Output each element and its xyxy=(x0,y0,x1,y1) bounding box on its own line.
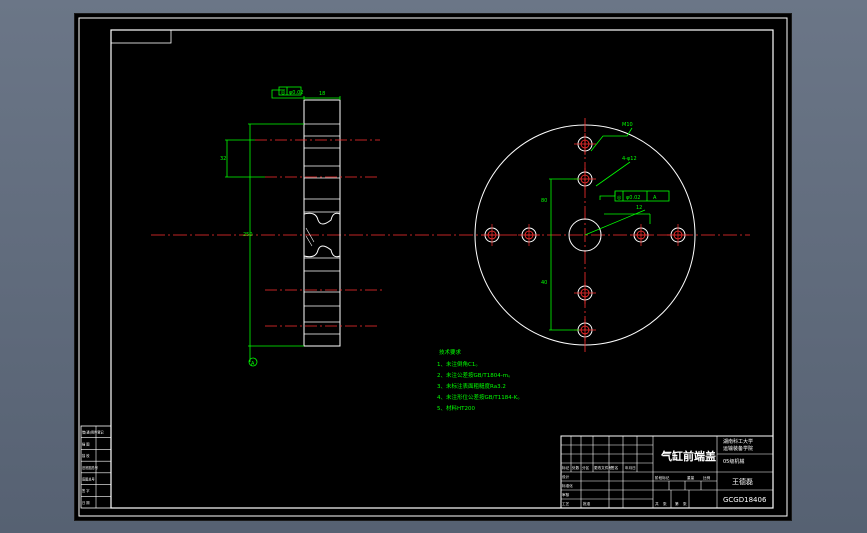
strip-label: 签 字 xyxy=(82,488,89,493)
dim-label-lower: 40 xyxy=(541,280,547,286)
dim-label-holes: 4-φ12 xyxy=(622,156,637,162)
bolt-hole xyxy=(518,224,540,246)
title-block-label: 更改文件号 xyxy=(594,465,612,470)
dim-label-thickness: 18 xyxy=(319,91,325,97)
tolerance-symbol-side: ◎ xyxy=(617,195,622,201)
title-block-label: 张 xyxy=(683,501,687,506)
tech-note-4: 4、未注形位公差按GB/T1184-K。 xyxy=(437,393,523,401)
strip-label: 描 图 xyxy=(82,441,89,446)
dim-label-hole-spacing: 32 xyxy=(220,156,226,162)
title-block-label: 批准 xyxy=(583,501,591,506)
title-block-label: 张 xyxy=(663,501,667,506)
corner-tag-box xyxy=(110,29,172,44)
tolerance-datum-side: A xyxy=(653,195,657,201)
title-block-label: 重量 xyxy=(687,475,695,480)
tolerance-frame-side xyxy=(614,190,670,202)
tech-title: 技术要求 xyxy=(439,348,462,356)
school-class: 05级机械 xyxy=(723,458,744,465)
title-block-label: 比例 xyxy=(703,475,711,480)
inner-frame xyxy=(110,29,774,509)
tolerance-symbol-front: ◎ xyxy=(281,90,286,96)
side-view: M10 4-φ12 12 80 40 ◎ φ0.02 A xyxy=(474,118,696,354)
tech-note-1: 1、未注倒角C1。 xyxy=(437,360,481,368)
tech-note-5: 5、材料HT200 xyxy=(437,404,475,412)
bolt-hole xyxy=(481,224,503,246)
title-block-label: 审核 xyxy=(562,492,570,497)
tolerance-value-front: φ0.02 xyxy=(289,90,303,96)
dim-label-total-height: 250 xyxy=(243,232,253,238)
bolt-hole xyxy=(574,133,596,155)
title-block-label: 标记 xyxy=(562,465,570,470)
cad-viewport[interactable]: 借(通)用件登记描 图描 校旧底图总号底图总号签 字日 期 xyxy=(74,13,792,521)
title-block-label: 共 xyxy=(655,501,659,506)
front-view: 250 32 18 ◎ φ0.02 A xyxy=(151,86,750,367)
dim-label-m10: M10 xyxy=(622,122,633,128)
title-block: 气缸前端盖 湖南科工大学 运输装备学院 05级机械 王德磊 GCGD18406 … xyxy=(560,435,774,509)
title-block-label: 年月日 xyxy=(625,465,636,470)
drawing-number: GCGD18406 xyxy=(723,496,767,504)
strip-label: 描 校 xyxy=(82,453,90,458)
tech-note-2: 2、未注公差按GB/T1804-m。 xyxy=(437,371,514,379)
strip-label: 底图总号 xyxy=(82,476,95,481)
bolt-hole xyxy=(667,224,689,246)
school-name: 湖南科工大学 xyxy=(723,438,753,445)
title-block-label: 标准化 xyxy=(562,483,573,488)
bolt-hole xyxy=(574,282,596,304)
strip-label: 借(通)用件登记 xyxy=(82,430,104,435)
tech-note-3: 3、未标注表面粗糙度Ra3.2 xyxy=(437,382,506,390)
drawing-title: 气缸前端盖 xyxy=(660,449,716,463)
title-block-label: 处数 xyxy=(572,465,580,470)
strip-label: 旧底图总号 xyxy=(82,465,98,470)
dim-label-vertical: 80 xyxy=(541,198,547,204)
title-block-label: 签名 xyxy=(611,465,619,470)
bolt-hole xyxy=(630,224,652,246)
central-bore xyxy=(568,218,602,252)
datum-label-front: A xyxy=(251,361,255,367)
strip-label: 日 期 xyxy=(82,500,89,505)
title-block-label: 设计 xyxy=(562,474,570,479)
tolerance-value-side: φ0.02 xyxy=(626,195,640,201)
title-block-label: 工艺 xyxy=(562,501,570,506)
dim-label-bore: 12 xyxy=(636,205,642,211)
outer-frame xyxy=(78,17,788,517)
school-department: 运输装备学院 xyxy=(723,445,753,452)
title-block-label: 阶段标记 xyxy=(655,475,670,480)
title-block-label: 第 xyxy=(675,501,679,506)
technical-requirements: 技术要求 1、未注倒角C1。 2、未注公差按GB/T1804-m。 3、未标注表… xyxy=(437,348,523,412)
designer-name: 王德磊 xyxy=(732,477,753,486)
tolerance-frame-front xyxy=(278,86,302,96)
title-block-label: 分区 xyxy=(582,465,590,470)
